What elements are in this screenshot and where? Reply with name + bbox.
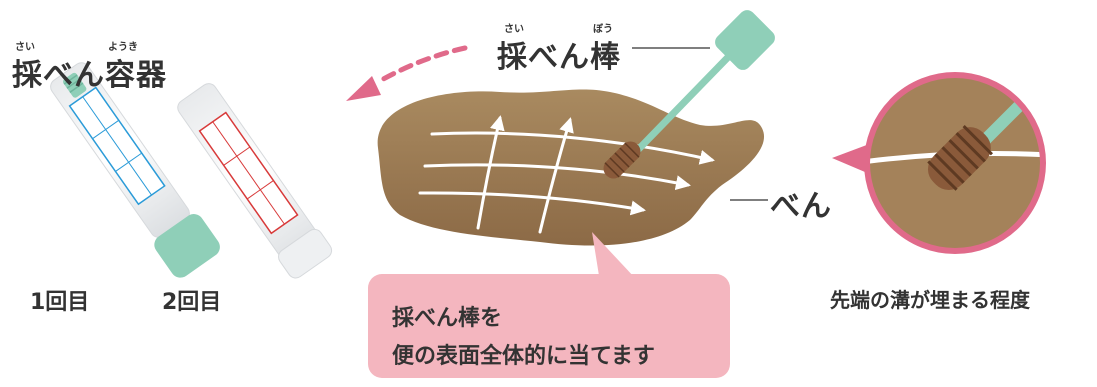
callout-line-1: 採べん棒を (392, 306, 503, 331)
instruction-callout (368, 274, 730, 378)
swab-tip-brown-icon (603, 141, 641, 179)
callout-line-2: 便の表面全体的に当てます (392, 344, 655, 369)
dashed-arrow-head-icon (346, 76, 381, 101)
dashed-arrow (375, 45, 468, 85)
stick-title: 採べん棒 (497, 40, 621, 75)
stick-ruby-bou: ぼう (593, 24, 613, 35)
tube-1-label: 1回目 (30, 290, 90, 315)
container-ruby-youki: ようき (108, 42, 138, 53)
container-ruby-sai: さい (15, 42, 35, 53)
container-title: 採べん容器 (12, 58, 167, 93)
swab-tip-icon (63, 72, 87, 98)
flow-arrows (418, 115, 715, 234)
zoom-caption: 先端の溝が埋まる程度 (830, 288, 1030, 312)
collection-tube-1 (50, 62, 220, 278)
zoom-pointer (832, 143, 872, 175)
stool-label: べん (770, 189, 832, 224)
tube-2-label: 2回目 (162, 290, 222, 315)
stick-ruby-sai: さい (504, 24, 524, 35)
callout-pointer (592, 232, 635, 282)
zoom-circle (864, 72, 1046, 254)
swab-stick (603, 10, 775, 179)
collection-tube-2 (177, 83, 333, 279)
